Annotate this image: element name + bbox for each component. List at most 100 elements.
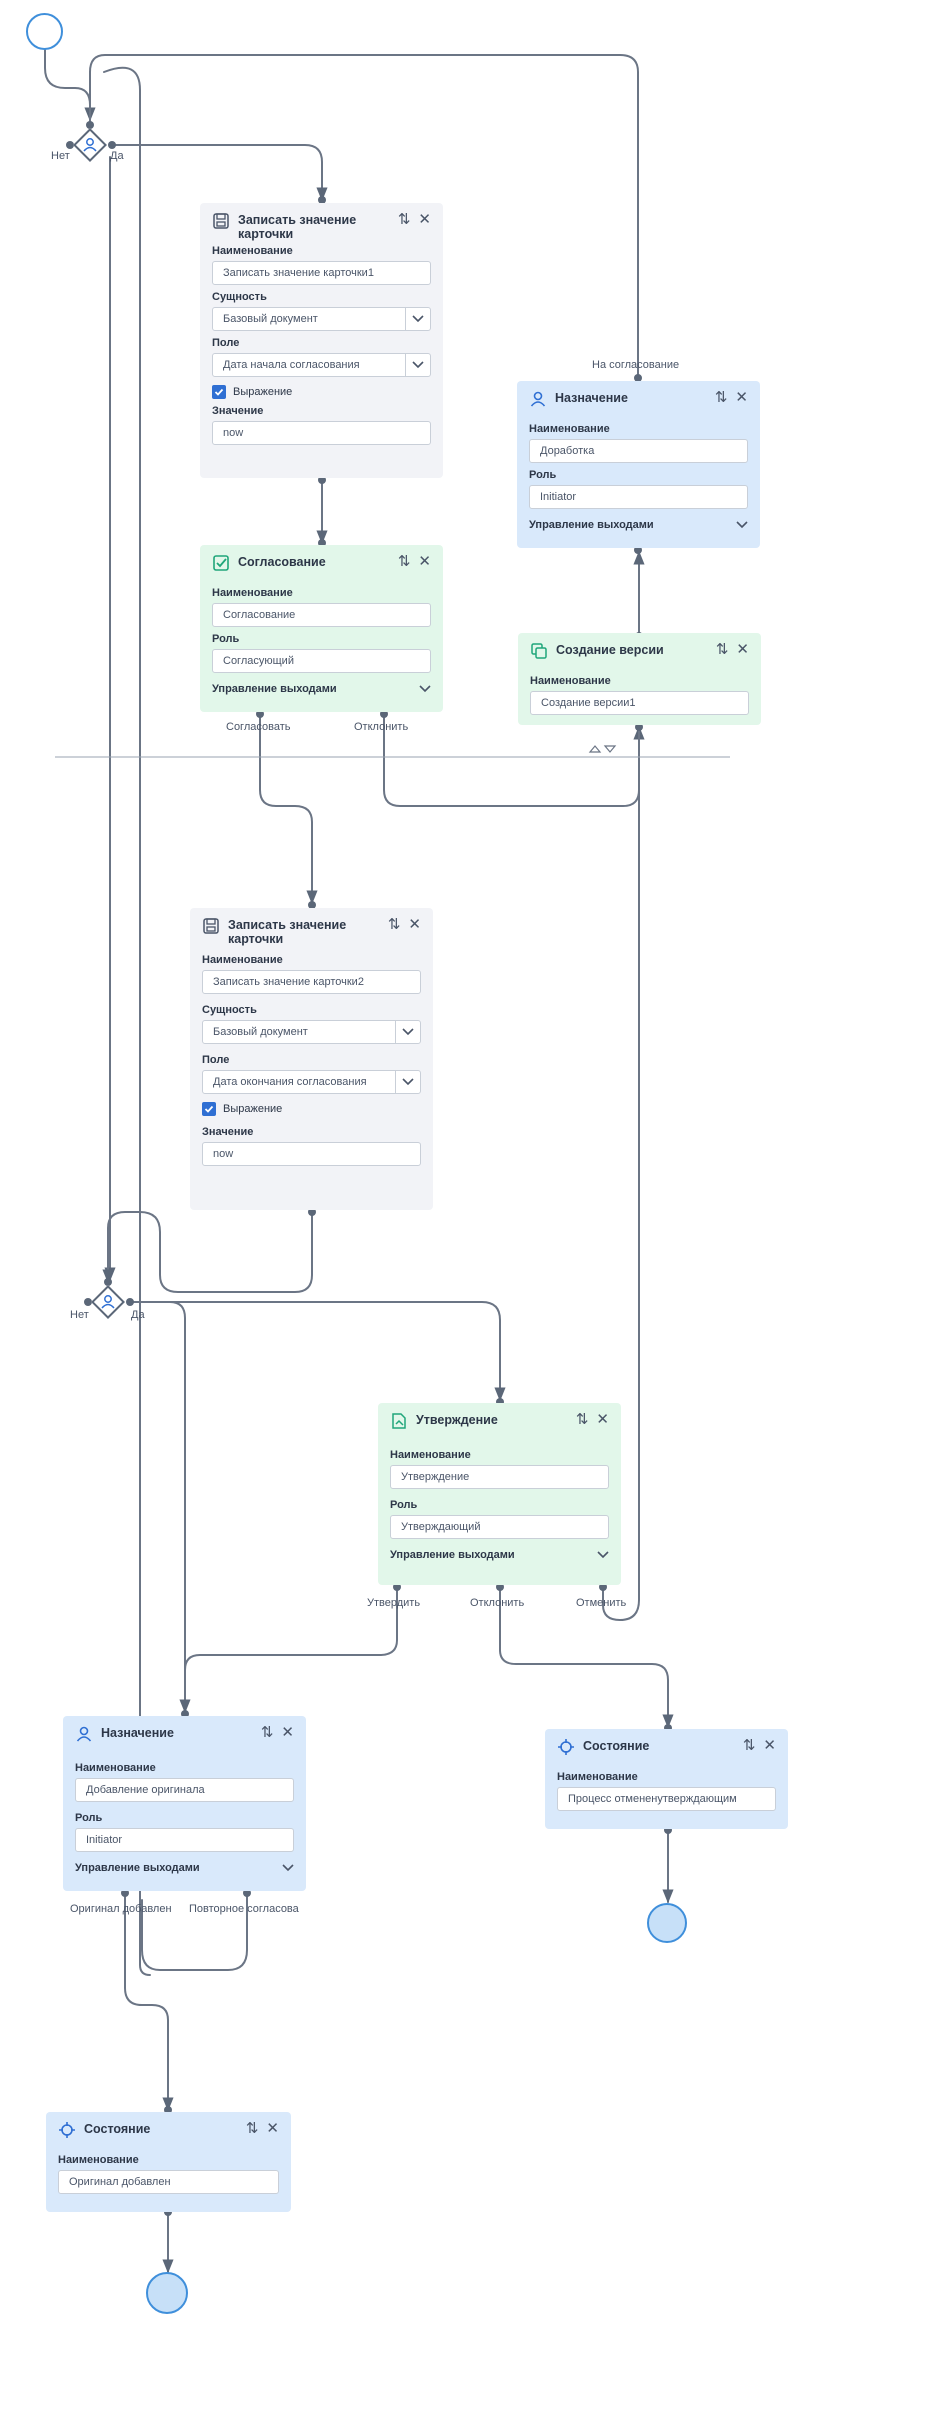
expression-checkbox[interactable]: Выражение	[202, 1102, 421, 1116]
swap-icon[interactable]: ⇅	[245, 2120, 259, 2137]
field-select[interactable]: Дата начала согласования	[212, 353, 431, 377]
role-input[interactable]: Согласующий	[212, 649, 431, 673]
swap-icon[interactable]: ⇅	[575, 1411, 589, 1428]
out-reject-label: Отклонить	[354, 721, 409, 733]
state-cancelled-node[interactable]: Состояние ⇅✕ Наименование Процесс отмене…	[545, 1729, 788, 1829]
crosshair-icon	[59, 2122, 75, 2138]
name-input[interactable]: Процесс отмененутверждающим	[557, 1787, 776, 1811]
exits-label: Управление выходами	[390, 1549, 515, 1561]
start-event[interactable]	[26, 13, 63, 50]
swap-icon[interactable]: ⇅	[397, 211, 411, 228]
exits-label: Управление выходами	[529, 519, 654, 531]
value-input[interactable]: now	[212, 421, 431, 445]
name-input[interactable]: Доработка	[529, 439, 748, 463]
name-input[interactable]: Создание версии1	[530, 691, 749, 715]
role-label: Роль	[212, 633, 240, 645]
assignment-original-node[interactable]: Назначение ⇅ ✕ Наименование Добавление ор…	[63, 1716, 306, 1891]
expression-checkbox[interactable]: Выражение	[212, 385, 431, 399]
role-input[interactable]: Утверждающий	[390, 1515, 609, 1539]
swap-icon[interactable]: ⇅	[260, 1724, 274, 1741]
role-label: Роль	[390, 1499, 418, 1511]
chevron-down-icon[interactable]	[597, 1551, 609, 1559]
close-icon[interactable]: ✕	[418, 211, 431, 228]
wire-reject-to-cancelled	[499, 1587, 674, 1729]
role-input[interactable]: Initiator	[529, 485, 748, 509]
field-value: Дата окончания согласования	[213, 1076, 367, 1088]
chevron-down-icon[interactable]	[419, 685, 431, 693]
name-input[interactable]: Согласование	[212, 603, 431, 627]
wire-added-to-state	[124, 1893, 174, 2112]
swap-icon[interactable]: ⇅	[742, 1737, 756, 1754]
field-select[interactable]: Дата окончания согласования	[202, 1070, 421, 1094]
close-icon[interactable]: ✕	[418, 553, 431, 570]
checkbox-approve-icon	[213, 555, 229, 571]
confirmation-node[interactable]: Утверждение ⇅✕ Наименование Утверждение …	[378, 1403, 621, 1585]
value-label: Значение	[202, 1126, 254, 1138]
assignment-rework-node[interactable]: Назначение ⇅✕ Наименование Доработка Рол…	[517, 381, 760, 548]
end-event-original[interactable]	[146, 2272, 188, 2314]
gateway1-yes-label: Да	[110, 150, 124, 162]
state-original-node[interactable]: Состояние ⇅ ✕ Наименование Оригинал добав…	[46, 2112, 291, 2212]
field-label: Поле	[212, 337, 240, 349]
name-input[interactable]: Записать значение карточки2	[202, 970, 421, 994]
swap-icon[interactable]: ⇅	[387, 916, 401, 933]
save-icon	[203, 918, 219, 934]
wire-gw2-yes-to-confirmation	[129, 1301, 506, 1402]
swap-icon[interactable]: ⇅	[715, 641, 729, 658]
exits-control[interactable]: Управление выходами	[529, 519, 748, 531]
chevron-down-icon[interactable]	[736, 521, 748, 529]
name-input[interactable]: Утверждение	[390, 1465, 609, 1489]
close-icon[interactable]: ✕	[281, 1724, 294, 1741]
name-label: Наименование	[202, 954, 283, 966]
chevron-down-icon[interactable]	[405, 354, 430, 376]
wire-approve-to-write2	[259, 714, 318, 905]
entity-select[interactable]: Базовый документ	[212, 307, 431, 331]
user-icon	[101, 1295, 115, 1309]
save-icon	[213, 213, 229, 229]
out-repeat-approval-label: Повторное согласова	[189, 1903, 299, 1915]
name-input[interactable]: Записать значение карточки1	[212, 261, 431, 285]
close-icon[interactable]: ✕	[408, 916, 421, 933]
create-version-node[interactable]: Создание версии ⇅✕ Наименование Создание…	[518, 633, 761, 725]
name-label: Наименование	[58, 2154, 139, 2166]
entity-select[interactable]: Базовый документ	[202, 1020, 421, 1044]
exclusive-gateway-2[interactable]	[91, 1285, 125, 1319]
out-approve-label: Согласовать	[226, 721, 291, 733]
close-icon[interactable]: ✕	[736, 641, 749, 658]
chevron-down-icon[interactable]	[395, 1021, 420, 1043]
chevron-down-icon[interactable]	[282, 1864, 294, 1872]
out-to-approval-label: На согласование	[592, 359, 680, 371]
name-label: Наименование	[212, 587, 293, 599]
name-label: Наименование	[557, 1771, 638, 1783]
chevron-down-icon[interactable]	[405, 308, 430, 330]
node-title: Назначение	[555, 391, 628, 405]
end-event-cancelled[interactable]	[647, 1903, 687, 1943]
role-input[interactable]: Initiator	[75, 1828, 294, 1852]
lane-resize-icon[interactable]	[588, 743, 618, 755]
out-reject-label: Отклонить	[470, 1597, 525, 1609]
exits-control[interactable]: Управление выходами	[75, 1862, 294, 1874]
name-input[interactable]: Добавление оригинала	[75, 1778, 294, 1802]
node-title: Состояние	[84, 2122, 151, 2136]
close-icon[interactable]: ✕	[735, 389, 748, 406]
value-input[interactable]: now	[202, 1142, 421, 1166]
close-icon[interactable]: ✕	[763, 1737, 776, 1754]
exits-control[interactable]: Управление выходами	[390, 1549, 609, 1561]
entity-value: Базовый документ	[223, 313, 318, 325]
node-title: Назначение	[101, 1726, 174, 1740]
swap-icon[interactable]: ⇅	[714, 389, 728, 406]
approval-node[interactable]: Согласование ⇅✕ Наименование Согласовани…	[200, 545, 443, 712]
node-title: Записать значение карточки	[228, 918, 347, 946]
close-icon[interactable]: ✕	[596, 1411, 609, 1428]
name-input[interactable]: Оригинал добавлен	[58, 2170, 279, 2194]
exclusive-gateway-1[interactable]	[73, 128, 107, 162]
exits-control[interactable]: Управление выходами	[212, 683, 431, 695]
swap-icon[interactable]: ⇅	[397, 553, 411, 570]
write-card-node-1[interactable]: Записать значение карточки ⇅✕ Наименован…	[200, 203, 443, 478]
name-label: Наименование	[75, 1762, 156, 1774]
write-card-node-2[interactable]: Записать значение карточки ⇅ ✕ Наименован…	[190, 908, 433, 1210]
close-icon[interactable]: ✕	[266, 2120, 279, 2137]
chevron-down-icon[interactable]	[395, 1071, 420, 1093]
user-icon	[83, 138, 97, 152]
